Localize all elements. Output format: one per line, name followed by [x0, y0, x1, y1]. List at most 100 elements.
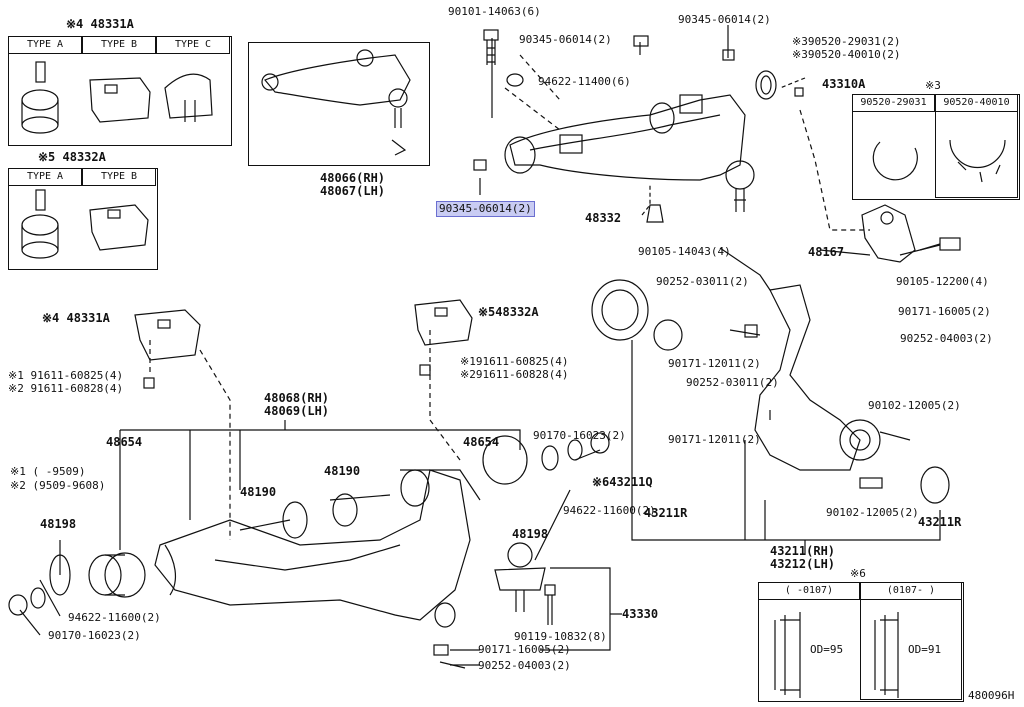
upper-control-arm: [504, 94, 755, 212]
leader-line: [119, 420, 286, 550]
ring-inset-col-b: [935, 94, 1018, 198]
inset-48331-header-a: [8, 36, 82, 54]
seal-od-a: OD=95: [810, 643, 844, 656]
part-label-48198-b[interactable]: 48198: [512, 527, 549, 541]
part-label-48198-a[interactable]: 48198: [40, 517, 77, 531]
inset-48332-title: ※5 48332A: [38, 150, 106, 164]
part-label-90171-d[interactable]: 90171-16005(2): [478, 643, 571, 656]
part-label-91611-c[interactable]: ※191611-60825(4): [460, 355, 569, 368]
inset-48332-type-a: TYPE A: [26, 171, 64, 182]
part-label-48190-a[interactable]: 48190: [324, 464, 361, 478]
leader-line: [540, 567, 611, 651]
leader-line: [779, 77, 806, 89]
part-label-48332a[interactable]: ※548332A: [478, 305, 539, 319]
part-label-43211-rh[interactable]: 43211(RH): [770, 544, 836, 558]
leader-line: [39, 540, 61, 617]
part-label-43310[interactable]: 43310A: [822, 77, 866, 91]
part-label-48067[interactable]: 48067(LH): [320, 184, 386, 198]
ring-inset-col-b-label: 90520-40010: [943, 97, 1010, 108]
part-label-90171-b[interactable]: 90171-12011(2): [668, 357, 761, 370]
inset-48331-type-a: TYPE A: [26, 39, 64, 50]
part-label-90171-c[interactable]: 90171-12011(2): [668, 433, 761, 446]
part-label-90520-b[interactable]: ※390520-40010(2): [792, 48, 901, 61]
part-label-43212-lh[interactable]: 43212(LH): [770, 557, 836, 571]
upper-bolts: [473, 29, 804, 223]
part-label-48066[interactable]: 48066(RH): [320, 171, 386, 185]
part-label-90520-a[interactable]: ※390520-29031(2): [792, 35, 901, 48]
ring-inset-header-a: [852, 94, 935, 112]
part-label-48190-b[interactable]: 48190: [240, 485, 277, 499]
part-label-48068[interactable]: 48068(RH): [264, 391, 330, 405]
part-label-90105-b[interactable]: 90105-12200(4): [896, 275, 989, 288]
note-1: ※1 ( -9509): [10, 465, 86, 478]
part-label-90345-highlighted[interactable]: 90345-06014(2): [436, 201, 535, 217]
leader-line: [120, 429, 521, 450]
part-label-48069[interactable]: 48069(LH): [264, 404, 330, 418]
bracket-48167-art: [861, 204, 961, 263]
lower-control-arm: [154, 469, 481, 628]
seal-inset-col-a-label: ( -0107): [784, 585, 834, 596]
part-label-90171-a[interactable]: 90171-16005(2): [898, 305, 991, 318]
part-label-48167[interactable]: 48167: [808, 245, 845, 259]
inset-48331-header-b: [82, 36, 156, 54]
ring-inset-col-a-label: 90520-29031: [860, 97, 927, 108]
seal-inset-col-b-label: (0107- ): [886, 585, 936, 596]
part-label-94622-c[interactable]: 94622-11600(2): [68, 611, 161, 624]
part-label-90345-a[interactable]: 90345-06014(2): [519, 33, 612, 46]
inset-48331-header-c: [156, 36, 230, 54]
inset-48332-art: [21, 189, 149, 259]
seal-inset-title: ※6: [850, 567, 866, 580]
part-label-90252-b[interactable]: 90252-04003(2): [900, 332, 993, 345]
upper-arm-inset-art: [261, 49, 411, 156]
seal-inset-art: [774, 612, 899, 698]
leader-line: [429, 330, 461, 461]
part-label-48331a[interactable]: ※4 48331A: [42, 311, 110, 325]
seal-inset-header-a: [758, 582, 860, 600]
part-label-90252-c[interactable]: 90252-03011(2): [686, 376, 779, 389]
part-label-90119[interactable]: 90119-10832(8): [514, 630, 607, 643]
diagram-id: 480096H: [968, 689, 1015, 702]
mount-48332-art: [414, 299, 473, 376]
leader-line: [631, 340, 941, 541]
part-label-48654-b[interactable]: 48654: [463, 435, 500, 449]
seal-od-b: OD=91: [908, 643, 942, 656]
note-2: ※2 (9509-9608): [10, 479, 106, 492]
part-label-94622-a[interactable]: 94622-11400(6): [538, 75, 631, 88]
inset-48332-header-b: [82, 168, 156, 186]
leader-line: [744, 410, 771, 540]
leader-line: [504, 54, 561, 131]
inset-48331-type-b: TYPE B: [100, 39, 138, 50]
part-label-90252-d[interactable]: 90252-04003(2): [478, 659, 571, 672]
leader-line: [199, 349, 231, 540]
part-label-90170-a[interactable]: 90170-16023(2): [533, 429, 626, 442]
lower-bushings: [8, 432, 610, 616]
part-label-48654-a[interactable]: 48654: [106, 435, 143, 449]
part-label-43330[interactable]: 43330: [622, 607, 659, 621]
inset-48331-art: [21, 61, 213, 134]
ring-inset-title: ※3: [925, 79, 941, 92]
seal-inset-col-b: [860, 582, 962, 700]
part-label-43211r-b[interactable]: 43211R: [918, 515, 962, 529]
leader-line: [819, 249, 871, 256]
part-label-90252-a[interactable]: 90252-03011(2): [656, 275, 749, 288]
part-label-48332-top[interactable]: 48332: [585, 211, 622, 225]
part-label-91611-b[interactable]: ※2 91611-60828(4): [8, 382, 124, 395]
part-label-90101[interactable]: 90101-14063(6): [448, 5, 541, 18]
part-label-91611-a[interactable]: ※1 91611-60825(4): [8, 369, 124, 382]
ball-joint-art: [433, 542, 556, 669]
part-label-91611-d[interactable]: ※291611-60828(4): [460, 368, 569, 381]
inset-48332-type-b: TYPE B: [100, 171, 138, 182]
steering-knuckle-art: [591, 279, 950, 504]
part-label-90170-b[interactable]: 90170-16023(2): [48, 629, 141, 642]
leader-line: [450, 649, 480, 666]
part-label-43211r-a[interactable]: 43211R: [644, 506, 688, 520]
part-label-90102-a[interactable]: 90102-12005(2): [868, 399, 961, 412]
part-label-90345-b[interactable]: 90345-06014(2): [678, 13, 771, 26]
part-label-90102-b[interactable]: 90102-12005(2): [826, 506, 919, 519]
part-label-43211q[interactable]: ※643211Q: [592, 475, 653, 489]
mount-48331-art: [134, 309, 201, 389]
part-label-90105-a[interactable]: 90105-14043(4): [638, 245, 731, 258]
part-label-94622-b[interactable]: 94622-11600(2): [563, 504, 656, 517]
